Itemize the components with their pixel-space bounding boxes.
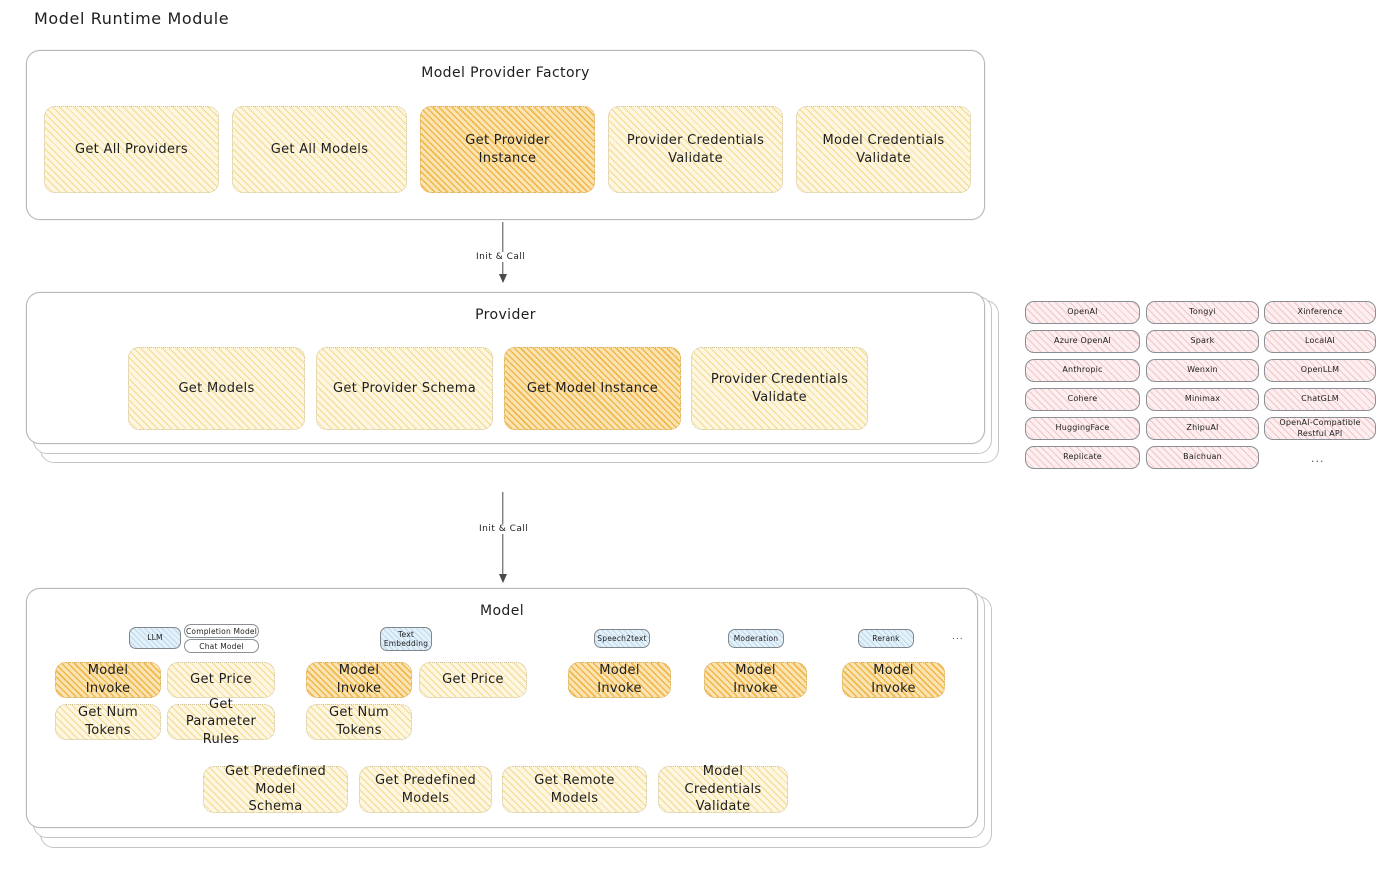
model-badge-llm[interactable]: LLM [129, 627, 181, 649]
provider-chip-baichuan[interactable]: Baichuan [1146, 446, 1259, 469]
card-text-embedding-get-price[interactable]: Get Price [419, 662, 527, 698]
provider-chip-openllm[interactable]: OpenLLM [1264, 359, 1376, 382]
arrow-label-init-call-1: Init & Call [473, 252, 529, 262]
arrow-label-init-call-2: Init & Call [476, 524, 532, 534]
model-badge-text-embedding[interactable]: Text Embedding [380, 627, 432, 651]
arrow-head [499, 574, 507, 583]
model-badge-moderation[interactable]: Moderation [728, 629, 784, 648]
card-model-credentials-validate-2[interactable]: Model Credentials Validate [658, 764, 788, 814]
card-text-embedding-model-invoke[interactable]: Model Invoke [306, 662, 412, 698]
card-get-model-instance[interactable]: Get Model Instance [504, 347, 681, 430]
provider-chip-wenxin[interactable]: Wenxin [1146, 359, 1259, 382]
card-get-all-providers[interactable]: Get All Providers [44, 106, 219, 193]
card-provider-credentials-validate[interactable]: Provider Credentials Validate [608, 106, 783, 193]
page-title: Model Runtime Module [34, 9, 230, 28]
arrow-provider-to-model [495, 492, 511, 583]
model-types-more-ellipsis: ... [952, 632, 964, 642]
provider-chip-anthropic[interactable]: Anthropic [1025, 359, 1140, 382]
card-get-provider-instance[interactable]: Get Provider Instance [420, 106, 595, 193]
card-get-models[interactable]: Get Models [128, 347, 305, 430]
card-get-remote-models[interactable]: Get Remote Models [502, 766, 647, 813]
provider-list-more-ellipsis: ... [1311, 452, 1325, 465]
card-rerank-model-invoke[interactable]: Model Invoke [842, 662, 945, 698]
card-get-predefined-models[interactable]: Get Predefined Models [359, 766, 492, 813]
model-badge-rerank[interactable]: Rerank [858, 629, 914, 648]
model-title: Model [479, 603, 525, 619]
card-llm-get-num-tokens[interactable]: Get Num Tokens [55, 704, 161, 740]
card-llm-model-invoke[interactable]: Model Invoke [55, 662, 161, 698]
provider-chip-spark[interactable]: Spark [1146, 330, 1259, 353]
provider-chip-huggingface[interactable]: HuggingFace [1025, 417, 1140, 440]
card-moderation-model-invoke[interactable]: Model Invoke [704, 662, 807, 698]
provider-chip-tongyi[interactable]: Tongyi [1146, 301, 1259, 324]
card-speech2text-model-invoke[interactable]: Model Invoke [568, 662, 671, 698]
provider-chip-chatglm[interactable]: ChatGLM [1264, 388, 1376, 411]
provider-chip-xinference[interactable]: Xinference [1264, 301, 1376, 324]
card-provider-credentials-validate-2[interactable]: Provider Credentials Validate [691, 347, 868, 430]
provider-chip-cohere[interactable]: Cohere [1025, 388, 1140, 411]
provider-title: Provider [475, 307, 536, 323]
card-get-predefined-model-schema[interactable]: Get Predefined Model Schema [203, 764, 348, 814]
model-tag-completion-model[interactable]: Completion Model [184, 624, 259, 638]
provider-chip-openai-compatible-restful-api[interactable]: OpenAI-Compatible Restful API [1264, 417, 1376, 440]
card-llm-get-parameter-rules[interactable]: Get Parameter Rules [167, 697, 275, 747]
factory-title: Model Provider Factory [421, 65, 590, 81]
provider-chip-localai[interactable]: LocalAI [1264, 330, 1376, 353]
provider-chip-replicate[interactable]: Replicate [1025, 446, 1140, 469]
model-tag-chat-model[interactable]: Chat Model [184, 639, 259, 653]
provider-chip-zhipuai[interactable]: ZhipuAI [1146, 417, 1259, 440]
arrow-head [499, 274, 507, 283]
provider-chip-azure-openai[interactable]: Azure OpenAI [1025, 330, 1140, 353]
provider-chip-openai[interactable]: OpenAI [1025, 301, 1140, 324]
provider-chip-minimax[interactable]: Minimax [1146, 388, 1259, 411]
card-get-provider-schema[interactable]: Get Provider Schema [316, 347, 493, 430]
model-badge-speech2text[interactable]: Speech2text [594, 629, 650, 648]
card-get-all-models[interactable]: Get All Models [232, 106, 407, 193]
card-model-credentials-validate[interactable]: Model Credentials Validate [796, 106, 971, 193]
card-llm-get-price[interactable]: Get Price [167, 662, 275, 698]
arrow-line [502, 492, 504, 582]
card-text-embedding-get-num-tokens[interactable]: Get Num Tokens [306, 704, 412, 740]
